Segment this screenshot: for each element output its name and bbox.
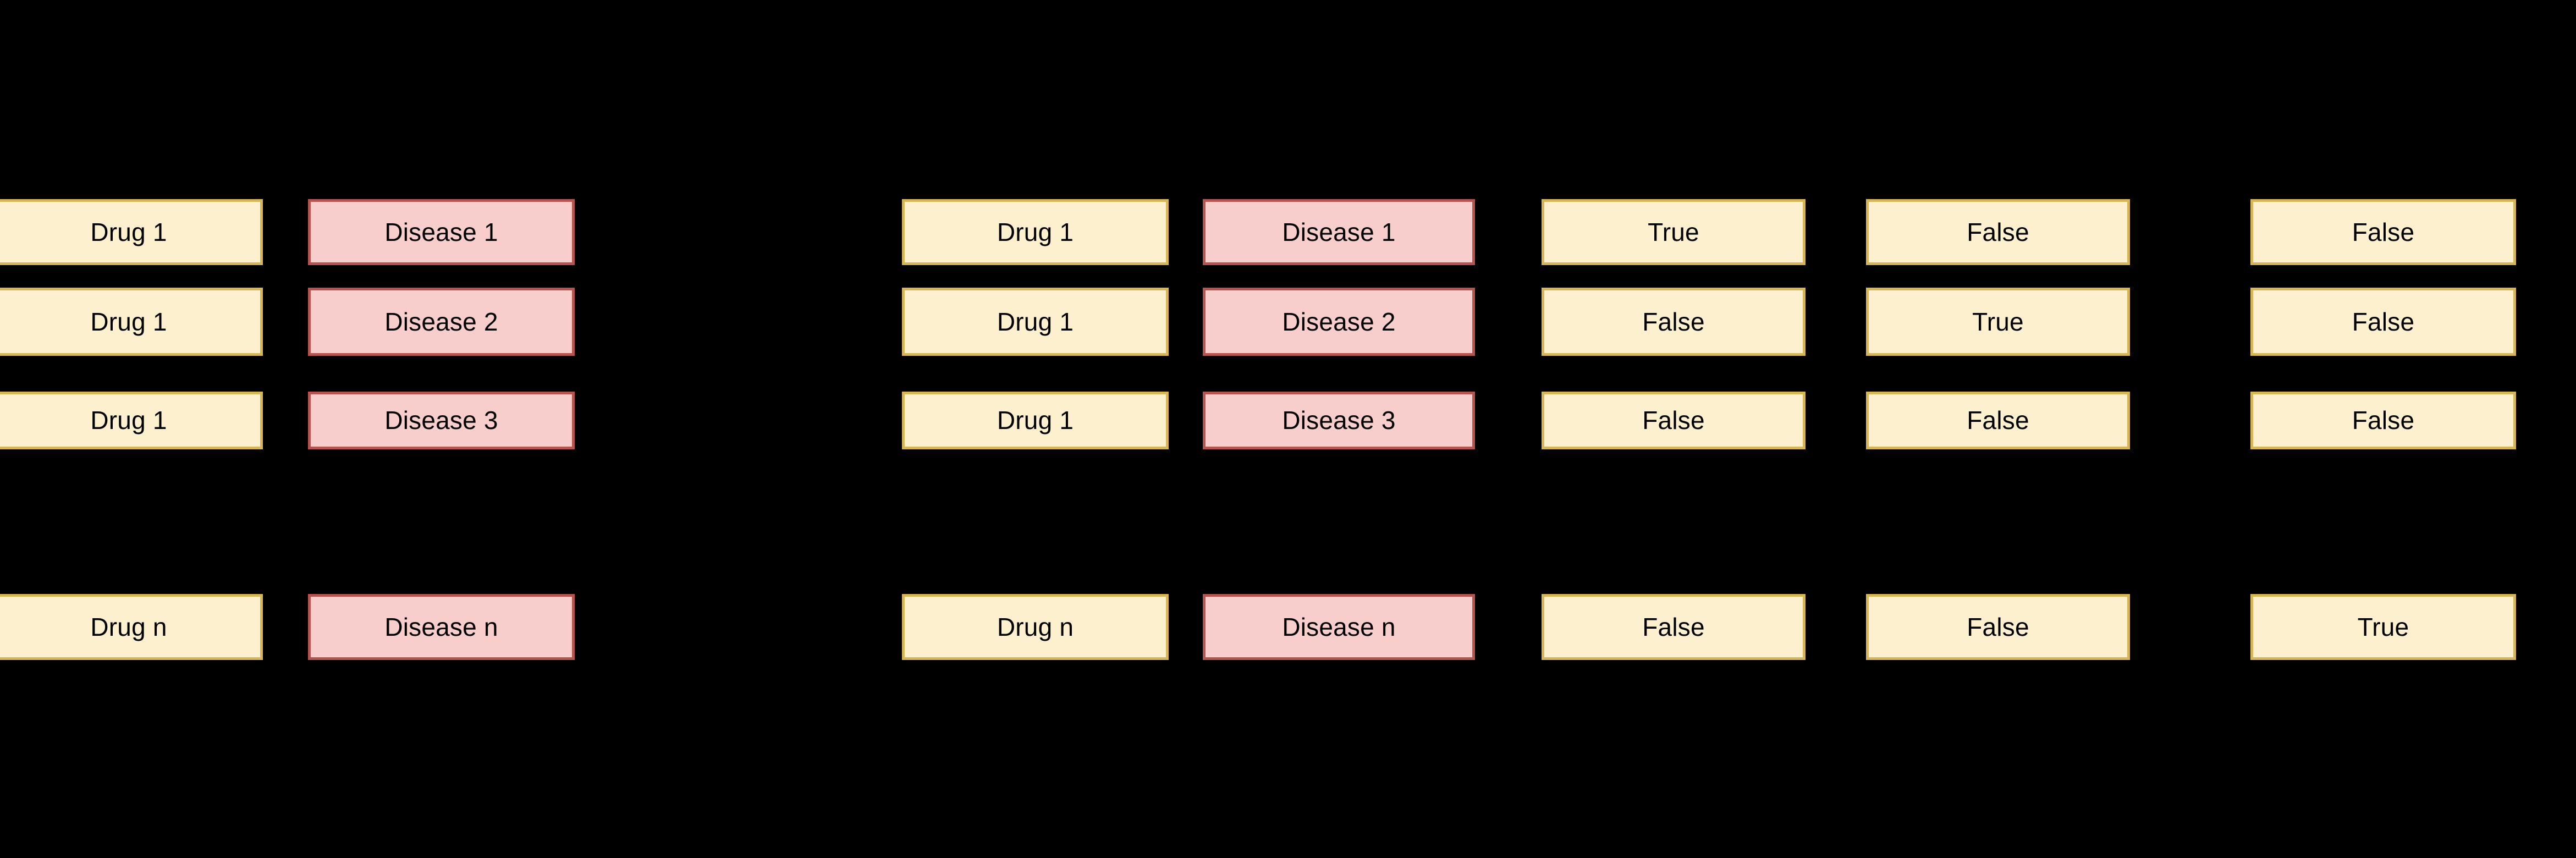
right-cell-disease-r3: Disease n [1203, 594, 1475, 660]
right-cell-label2-r0: False [1866, 199, 2130, 265]
left-cell-disease-r3: Disease n [308, 594, 575, 660]
right-cell-drug-r2: Drug 1 [902, 392, 1169, 449]
left-cell-drug-r0: Drug 1 [0, 199, 263, 265]
left-cell-disease-r2: Disease 3 [308, 392, 575, 449]
left-cell-drug-r1: Drug 1 [0, 288, 263, 356]
right-cell-label3-r3: True [2250, 594, 2516, 660]
right-cell-label2-r3: False [1866, 594, 2130, 660]
right-cell-label1-r3: False [1542, 594, 1806, 660]
left-cell-disease-r0: Disease 1 [308, 199, 575, 265]
right-cell-drug-r1: Drug 1 [902, 288, 1169, 356]
right-cell-disease-r1: Disease 2 [1203, 288, 1475, 356]
right-cell-label1-r0: True [1542, 199, 1806, 265]
right-cell-label1-r1: False [1542, 288, 1806, 356]
left-cell-disease-r1: Disease 2 [308, 288, 575, 356]
right-cell-label3-r1: False [2250, 288, 2516, 356]
left-cell-drug-r3: Drug n [0, 594, 263, 660]
right-cell-label1-r2: False [1542, 392, 1806, 449]
right-cell-label2-r1: True [1866, 288, 2130, 356]
right-cell-label3-r0: False [2250, 199, 2516, 265]
right-cell-label2-r2: False [1866, 392, 2130, 449]
right-cell-drug-r0: Drug 1 [902, 199, 1169, 265]
right-cell-disease-r0: Disease 1 [1203, 199, 1475, 265]
right-cell-label3-r2: False [2250, 392, 2516, 449]
left-cell-drug-r2: Drug 1 [0, 392, 263, 449]
right-cell-drug-r3: Drug n [902, 594, 1169, 660]
right-cell-disease-r2: Disease 3 [1203, 392, 1475, 449]
